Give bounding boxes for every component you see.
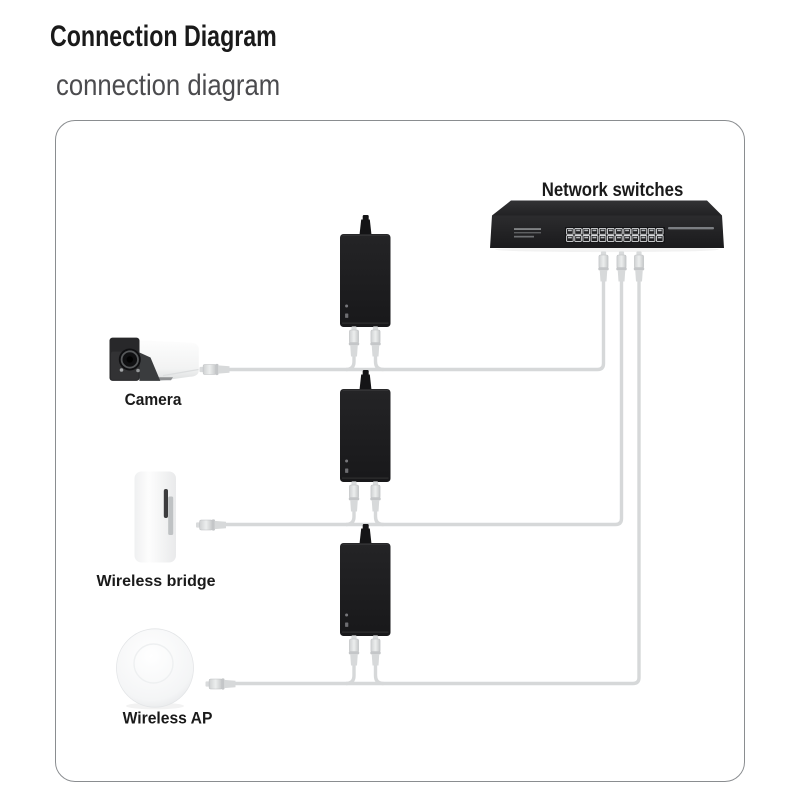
svg-text:Wireless bridge: Wireless bridge bbox=[96, 573, 215, 590]
svg-text:Camera: Camera bbox=[125, 392, 182, 410]
svg-text:Wireless AP: Wireless AP bbox=[123, 709, 213, 727]
svg-text:Network switches: Network switches bbox=[542, 179, 684, 200]
